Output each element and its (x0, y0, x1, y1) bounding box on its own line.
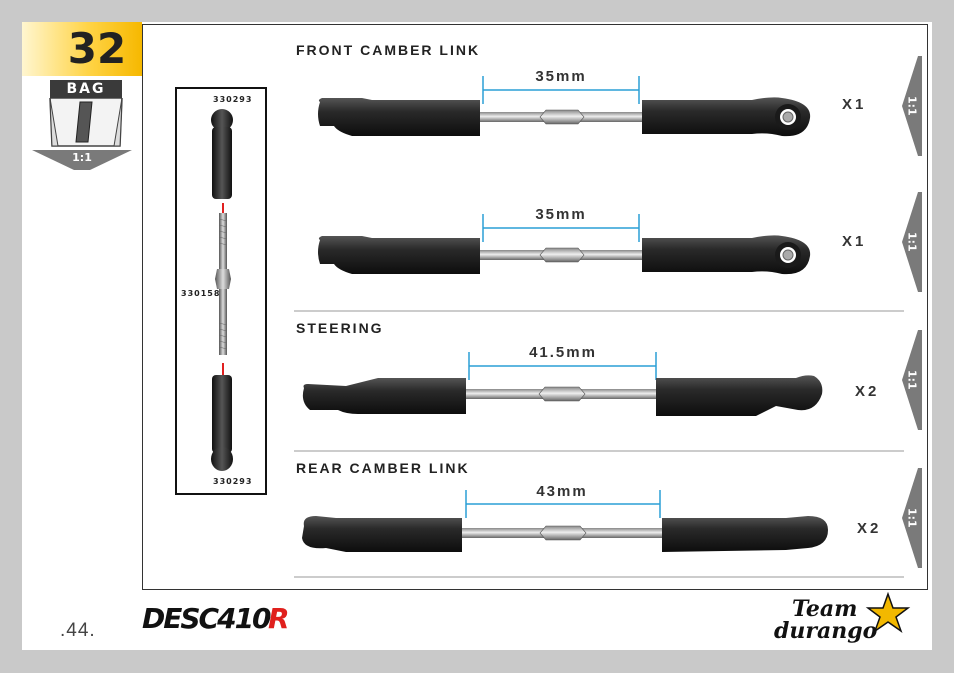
desc410r-logo: DESC410 R (142, 599, 292, 639)
section-title-front-camber: FRONT CAMBER LINK (296, 42, 481, 58)
dimension-label: 43mm (536, 483, 588, 500)
bag-icon (49, 98, 123, 147)
step-tab: 32 (22, 22, 142, 76)
rear-camber-link (302, 490, 828, 552)
step-number: 32 (67, 24, 127, 73)
star-icon (865, 592, 911, 633)
part-number-top: 330293 (213, 95, 253, 104)
front-camber-link-2 (318, 214, 811, 275)
quantity-label: X2 (857, 520, 882, 537)
rod-end-top (211, 109, 233, 199)
red-guide-bottom (222, 363, 224, 375)
divider (294, 450, 904, 452)
scale-tab: 1:1 (902, 330, 922, 430)
scale-tab-text: 1:1 (905, 370, 919, 390)
dimension-label: 35mm (535, 206, 587, 223)
part-number-middle: 330158 (181, 289, 221, 298)
steering-link (302, 352, 823, 416)
content-frame (142, 24, 928, 590)
logo-desc-main: DESC410 (142, 602, 272, 635)
quantity-label: X1 (842, 96, 867, 113)
front-camber-link-1 (318, 76, 811, 137)
scale-tab-text: 1:1 (905, 232, 919, 252)
dimension-label: 41.5mm (529, 344, 597, 361)
page-number: .44. (60, 620, 96, 641)
parts-box: 330293 330158 330293 (175, 87, 267, 495)
section-title-rear-camber: REAR CAMBER LINK (296, 460, 470, 476)
section-title-steering: STEERING (296, 320, 384, 336)
part-number-bottom: 330293 (213, 477, 253, 486)
scale-tab-text: 1:1 (905, 96, 919, 116)
scale-tab: 1:1 (902, 192, 922, 292)
logo-team-line2: durango (774, 618, 878, 644)
bag-scale-text: 1:1 (72, 151, 92, 164)
quantity-label: X1 (842, 233, 867, 250)
bag-scale-badge: 1:1 (32, 150, 132, 170)
team-durango-logo: Team durango (770, 592, 922, 648)
logo-desc-accent: R (268, 602, 290, 635)
instruction-page: 32 BAG 1:1 330293 (22, 22, 932, 650)
logo-team-line1: Team (792, 596, 858, 622)
scale-tab: 1:1 (902, 56, 922, 156)
scale-tab-text: 1:1 (905, 508, 919, 528)
turnbuckle-vertical (215, 213, 231, 355)
divider (294, 310, 904, 312)
red-guide-top (222, 203, 224, 213)
dimension-label: 35mm (535, 68, 587, 85)
rod-end-bottom (211, 375, 233, 471)
quantity-label: X2 (855, 383, 880, 400)
bag-label: BAG (50, 80, 122, 98)
divider (294, 576, 904, 578)
scale-tab: 1:1 (902, 468, 922, 568)
